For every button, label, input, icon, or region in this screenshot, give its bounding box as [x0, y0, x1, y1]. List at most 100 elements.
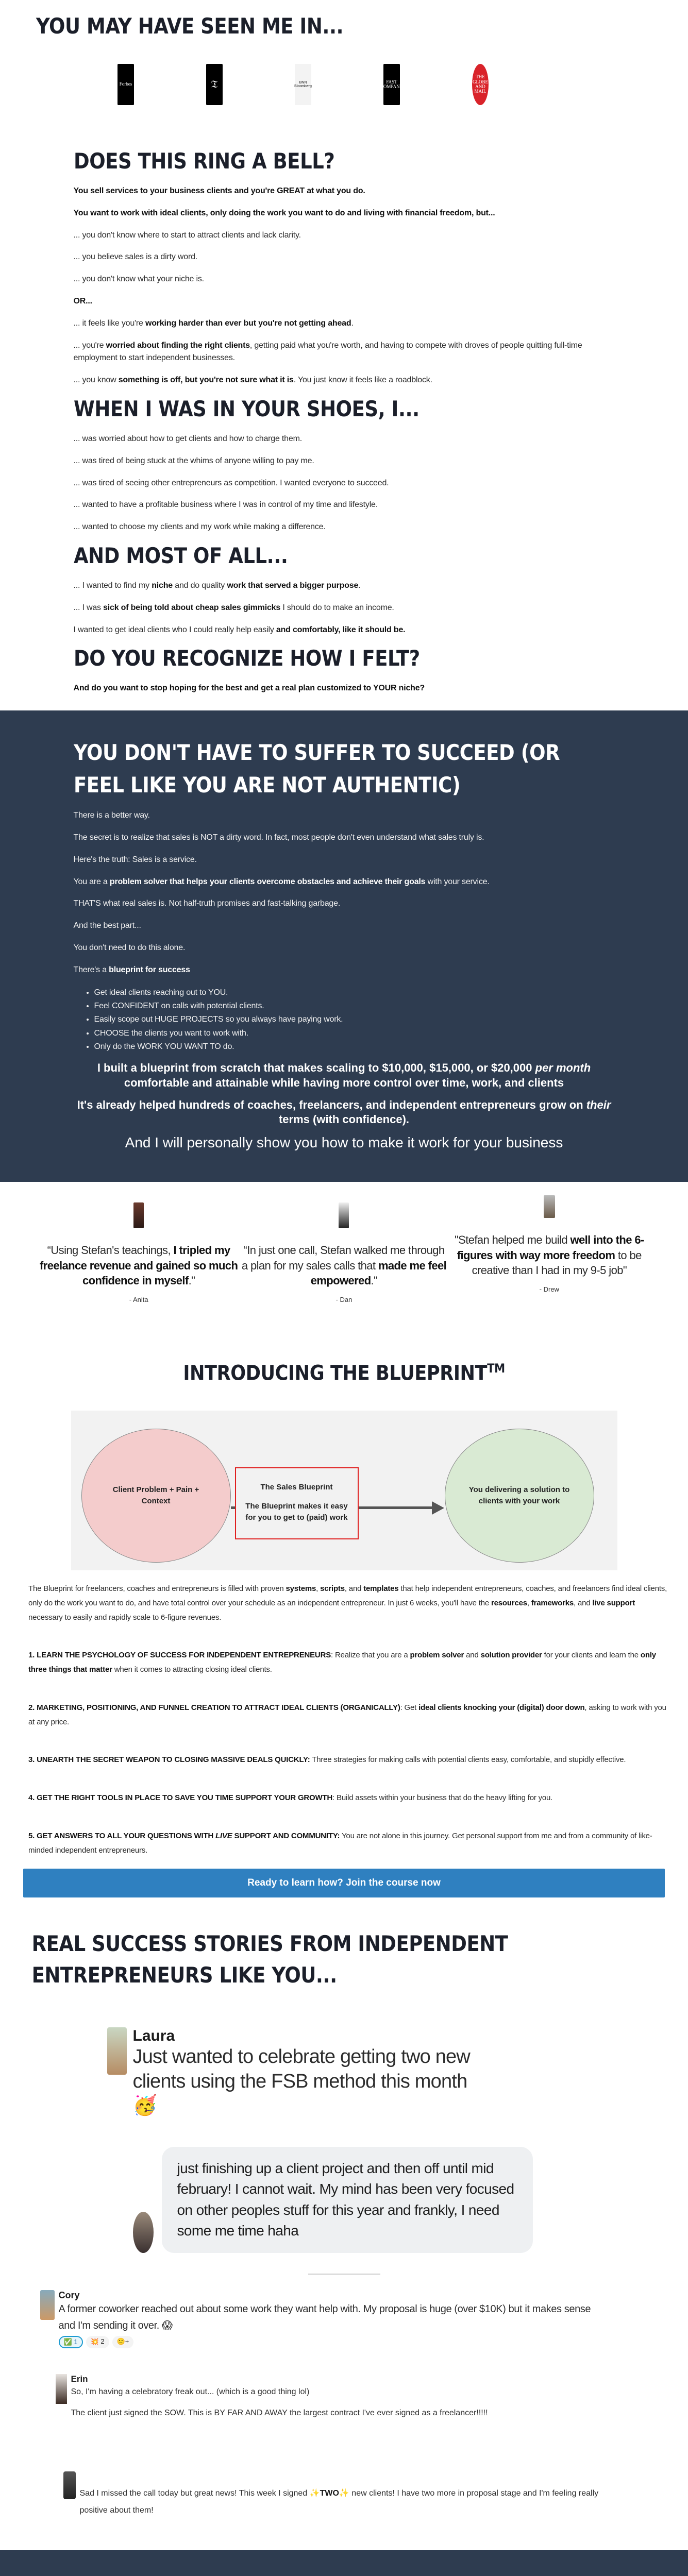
forbes-logo: Forbes: [118, 64, 134, 105]
most-line-1: ... I wanted to find my niche and do qua…: [73, 581, 361, 590]
story-message: So, I'm having a celebratory freak out..…: [71, 2387, 310, 2397]
press-section: YOU MAY HAVE SEEN ME IN... Forbes 𝔗 BNN …: [0, 0, 688, 129]
ring-line: ... you're worried about finding the rig…: [73, 341, 582, 363]
module-item: 2. MARKETING, POSITIONING, AND FUNNEL CR…: [28, 1703, 666, 1726]
shoes-title: WHEN I WAS IN YOUR SHOES, I...: [73, 396, 419, 421]
press-logos: Forbes 𝔗 BNN Bloomberg FAST COMPANY THE …: [118, 64, 688, 105]
bnn-bloomberg-logo: BNN Bloomberg: [294, 64, 312, 105]
checkmark-reaction[interactable]: ✅ 1: [58, 2336, 83, 2349]
personal-promise: And I will personally show you how to ma…: [125, 1134, 563, 1150]
blueprint-diagram: Client Problem + Pain + Context The Sale…: [71, 1411, 617, 1571]
testimonial-card: “In just one call, Stefan walked me thro…: [241, 1202, 447, 1336]
benefit-item: Easily scope out HUGE PROJECTS so you al…: [94, 1013, 615, 1026]
avatar: [40, 2290, 55, 2320]
shoes-line: ... wanted to have a profitable business…: [73, 500, 378, 510]
suffer-p1: There is a better way.: [73, 811, 150, 820]
solution-ellipse: You delivering a solution to clients wit…: [444, 1429, 594, 1563]
recognize-text: And do you want to stop hoping for the b…: [73, 684, 425, 693]
story-message: Just wanted to celebrate getting two new…: [132, 2046, 471, 2117]
story-message: A former coworker reached out about some…: [58, 2303, 591, 2332]
avatar: [55, 2374, 67, 2404]
story-laura: Laura Just wanted to celebrate getting t…: [107, 2027, 602, 2119]
ring-line: You want to work with ideal clients, onl…: [73, 208, 495, 217]
story-bubble: just finishing up a client project and t…: [132, 2146, 602, 2253]
add-emoji-icon: 🙂+: [116, 2337, 129, 2346]
module-item: 1. LEARN THE PSYCHOLOGY OF SUCCESS FOR I…: [28, 1651, 656, 1674]
box-subtitle: The Blueprint makes it easy for you to g…: [236, 1500, 358, 1524]
testimonial-author: - Drew: [539, 1285, 559, 1293]
testimonial-quote: “Using Stefan's teachings, I tripled my …: [40, 1243, 238, 1287]
benefit-item: Feel CONFIDENT on calls with potential c…: [94, 999, 615, 1013]
avatar: [63, 2471, 76, 2499]
ring-line: You sell services to your business clien…: [73, 187, 365, 195]
helped-claim: It's already helped hundreds of coaches,…: [77, 1098, 611, 1126]
most-line-2: ... I was sick of being told about cheap…: [73, 603, 394, 612]
ring-line: ... you don't know where to start to att…: [73, 230, 301, 240]
stories-feed: Laura Just wanted to celebrate getting t…: [40, 2027, 602, 2519]
boom-icon: 💥: [90, 2337, 99, 2346]
shoes-line: ... was tired of being stuck at the whim…: [73, 456, 314, 465]
benefit-item: Only do the WORK YOU WANT TO do.: [94, 1040, 615, 1054]
testimonial-card: “Using Stefan's teachings, I tripled my …: [36, 1202, 241, 1336]
testimonial-author: - Anita: [129, 1295, 148, 1303]
client-problem-ellipse: Client Problem + Pain + Context: [81, 1429, 231, 1563]
program-section: WHAT YOU'LL LEARN IN THE PROGRAMTHIS 6-W…: [0, 2550, 688, 2576]
story-two-clients: Sad I missed the call today but great ne…: [63, 2471, 602, 2519]
story-cory: Cory A former coworker reached out about…: [40, 2290, 602, 2349]
box-title: The Sales Blueprint: [260, 1483, 333, 1492]
check-icon: ✅: [63, 2338, 72, 2346]
fast-company-logo: FAST COMPANY: [380, 64, 403, 105]
ring-line: ... it feels like you're working harder …: [73, 318, 354, 328]
ring-line: ... you don't know what your niche is.: [73, 275, 205, 284]
suffer-p7: You don't need to do this alone.: [73, 943, 186, 952]
ring-line: ... you know something is off, but you'r…: [73, 376, 433, 385]
avatar: [107, 2027, 127, 2075]
story-erin: Erin So, I'm having a celebratory freak …: [55, 2374, 602, 2422]
ring-bell-section: DOES THIS RING A BELL? You sell services…: [74, 129, 615, 695]
author-name: Laura: [132, 2027, 175, 2045]
benefit-item: Get ideal clients reaching out to YOU.: [94, 986, 615, 999]
author-name: Erin: [71, 2374, 88, 2384]
suffer-p6: And the best part...: [73, 921, 141, 930]
sales-blueprint-box: The Sales Blueprint The Blueprint makes …: [234, 1467, 359, 1540]
shoes-line: ... wanted to choose my clients and my w…: [73, 522, 326, 532]
suffer-p2: The secret is to realize that sales is N…: [73, 833, 484, 842]
nytimes-logo: 𝔗: [206, 64, 223, 105]
arrow-head-icon: [431, 1501, 444, 1515]
testimonials: “Using Stefan's teachings, I tripled my …: [0, 1182, 688, 1336]
module-item: 4. GET THE RIGHT TOOLS IN PLACE TO SAVE …: [28, 1793, 553, 1803]
module-item: 5. GET ANSWERS TO ALL YOUR QUESTIONS WIT…: [28, 1831, 652, 1855]
blueprint-section: INTRODUCING THE BLUEPRINTTM Client Probl…: [0, 1361, 688, 1898]
most-title: AND MOST OF ALL...: [73, 543, 288, 568]
divider: [308, 2274, 380, 2275]
shoes-line: ... was tired of seeing other entreprene…: [73, 478, 389, 487]
most-line-3: I wanted to get ideal clients who I coul…: [73, 625, 406, 634]
blueprint-intro: The Blueprint for freelancers, coaches a…: [28, 1584, 667, 1622]
shoes-line: ... was worried about how to get clients…: [73, 434, 303, 443]
join-course-button[interactable]: Ready to learn how? Join the course now: [23, 1869, 665, 1898]
blueprint-title: INTRODUCING THE BLUEPRINTTM: [183, 1361, 505, 1385]
ring-line: OR...: [73, 296, 93, 306]
add-reaction-button[interactable]: 🙂+: [112, 2336, 134, 2349]
blueprint-claim: I built a blueprint from scratch that ma…: [97, 1061, 591, 1090]
suffer-p4: You are a problem solver that helps your…: [73, 877, 490, 886]
bubble-message: just finishing up a client project and t…: [161, 2146, 533, 2253]
boom-reaction[interactable]: 💥 2: [86, 2336, 109, 2349]
dan-photo: [339, 1202, 349, 1228]
benefit-item: CHOOSE the clients you want to work with…: [94, 1027, 615, 1040]
story-message: Sad I missed the call today but great ne…: [79, 2488, 599, 2515]
module-item: 3. UNEARTH THE SECRET WEAPON TO CLOSING …: [28, 1755, 626, 1765]
reactions: ✅ 1 💥 2 🙂+: [58, 2336, 602, 2349]
drew-photo: [543, 1195, 555, 1218]
anita-photo: [133, 1202, 144, 1228]
blueprint-body: The Blueprint for freelancers, coaches a…: [21, 1582, 667, 1857]
testimonial-card: "Stefan helped me build well into the 6-…: [447, 1195, 652, 1336]
suffer-p5: THAT'S what real sales is. Not half-trut…: [73, 899, 341, 908]
author-name: Cory: [58, 2290, 80, 2301]
ring-line: ... you believe sales is a dirty word.: [73, 252, 198, 262]
suffer-p3: Here's the truth: Sales is a service.: [73, 855, 197, 864]
story-message: The client just signed the SOW. This is …: [71, 2409, 488, 2418]
